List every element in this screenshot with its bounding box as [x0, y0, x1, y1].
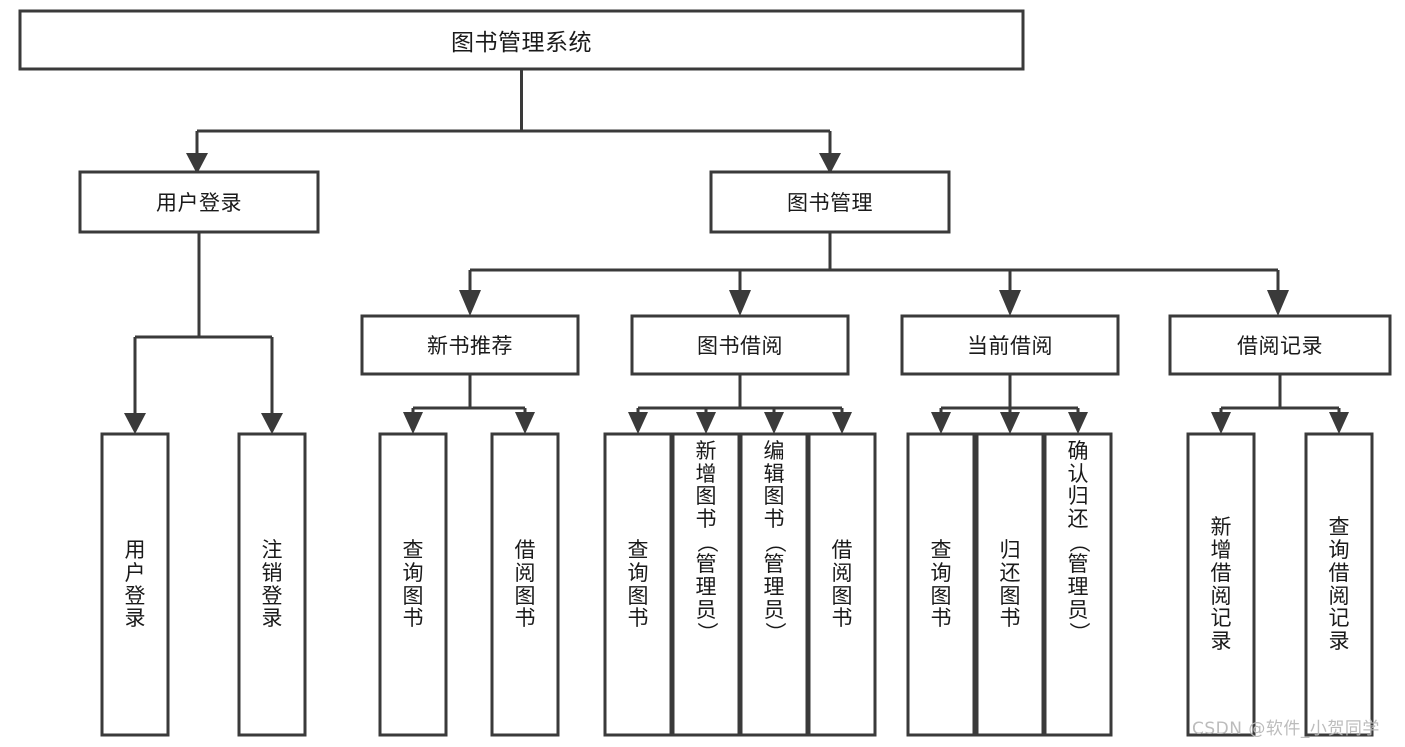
arrow-head-icon	[696, 412, 716, 434]
arrow-head-icon	[515, 412, 535, 434]
edge-user-login-to-leaves	[124, 232, 283, 434]
edge-current-borrow-to-leaves	[931, 374, 1088, 434]
node-box-leaf-query-record[interactable]	[1304, 432, 1374, 737]
edge-book-borrow-to-leaves	[628, 374, 852, 434]
edge-book-manage-to-level3	[459, 232, 1289, 316]
node-box-leaf-user-login[interactable]	[100, 432, 170, 737]
node-box-leaf-query-book-2[interactable]	[603, 432, 673, 737]
node-box-leaf-add-book[interactable]	[671, 432, 741, 737]
arrow-head-icon	[459, 290, 481, 316]
arrow-head-icon	[832, 412, 852, 434]
node-box-leaf-return-book[interactable]	[975, 432, 1045, 737]
node-box-borrow-record[interactable]	[1168, 314, 1392, 376]
arrow-head-icon	[729, 290, 751, 316]
node-box-leaf-query-book-1[interactable]	[378, 432, 448, 737]
node-box-leaf-borrow-book-2[interactable]	[807, 432, 877, 737]
arrow-head-icon	[1000, 412, 1020, 434]
arrow-head-icon	[186, 153, 208, 174]
node-box-user-login[interactable]	[78, 170, 320, 234]
arrow-head-icon	[1068, 412, 1088, 434]
node-box-leaf-user-logout[interactable]	[237, 432, 307, 737]
node-box-leaf-confirm-return[interactable]	[1043, 432, 1113, 737]
edge-borrow-record-to-leaves	[1211, 374, 1349, 434]
node-box-book-manage[interactable]	[709, 170, 951, 234]
node-box-leaf-borrow-book-1[interactable]	[490, 432, 560, 737]
arrow-head-icon	[931, 412, 951, 434]
node-box-current-borrow[interactable]	[900, 314, 1120, 376]
arrow-head-icon	[1211, 412, 1231, 434]
arrow-head-icon	[124, 413, 146, 434]
edge-new-book-recommend-to-leaves	[403, 374, 535, 434]
arrow-head-icon	[261, 413, 283, 434]
arrow-head-icon	[628, 412, 648, 434]
arrow-head-icon	[999, 290, 1021, 316]
node-box-new-book-recommend[interactable]	[360, 314, 580, 376]
arrow-head-icon	[819, 153, 841, 174]
node-box-book-borrow[interactable]	[630, 314, 850, 376]
node-box-leaf-edit-book[interactable]	[739, 432, 809, 737]
node-box-leaf-add-record[interactable]	[1186, 432, 1256, 737]
watermark-text: CSDN @软件_小贺同学	[1192, 719, 1380, 739]
arrow-head-icon	[1329, 412, 1349, 434]
arrow-head-icon	[1267, 290, 1289, 316]
node-box-root[interactable]	[18, 9, 1025, 71]
edge-root-to-level2	[186, 69, 841, 174]
arrow-head-icon	[403, 412, 423, 434]
arrow-head-icon	[764, 412, 784, 434]
node-box-leaf-query-book-3[interactable]	[906, 432, 976, 737]
